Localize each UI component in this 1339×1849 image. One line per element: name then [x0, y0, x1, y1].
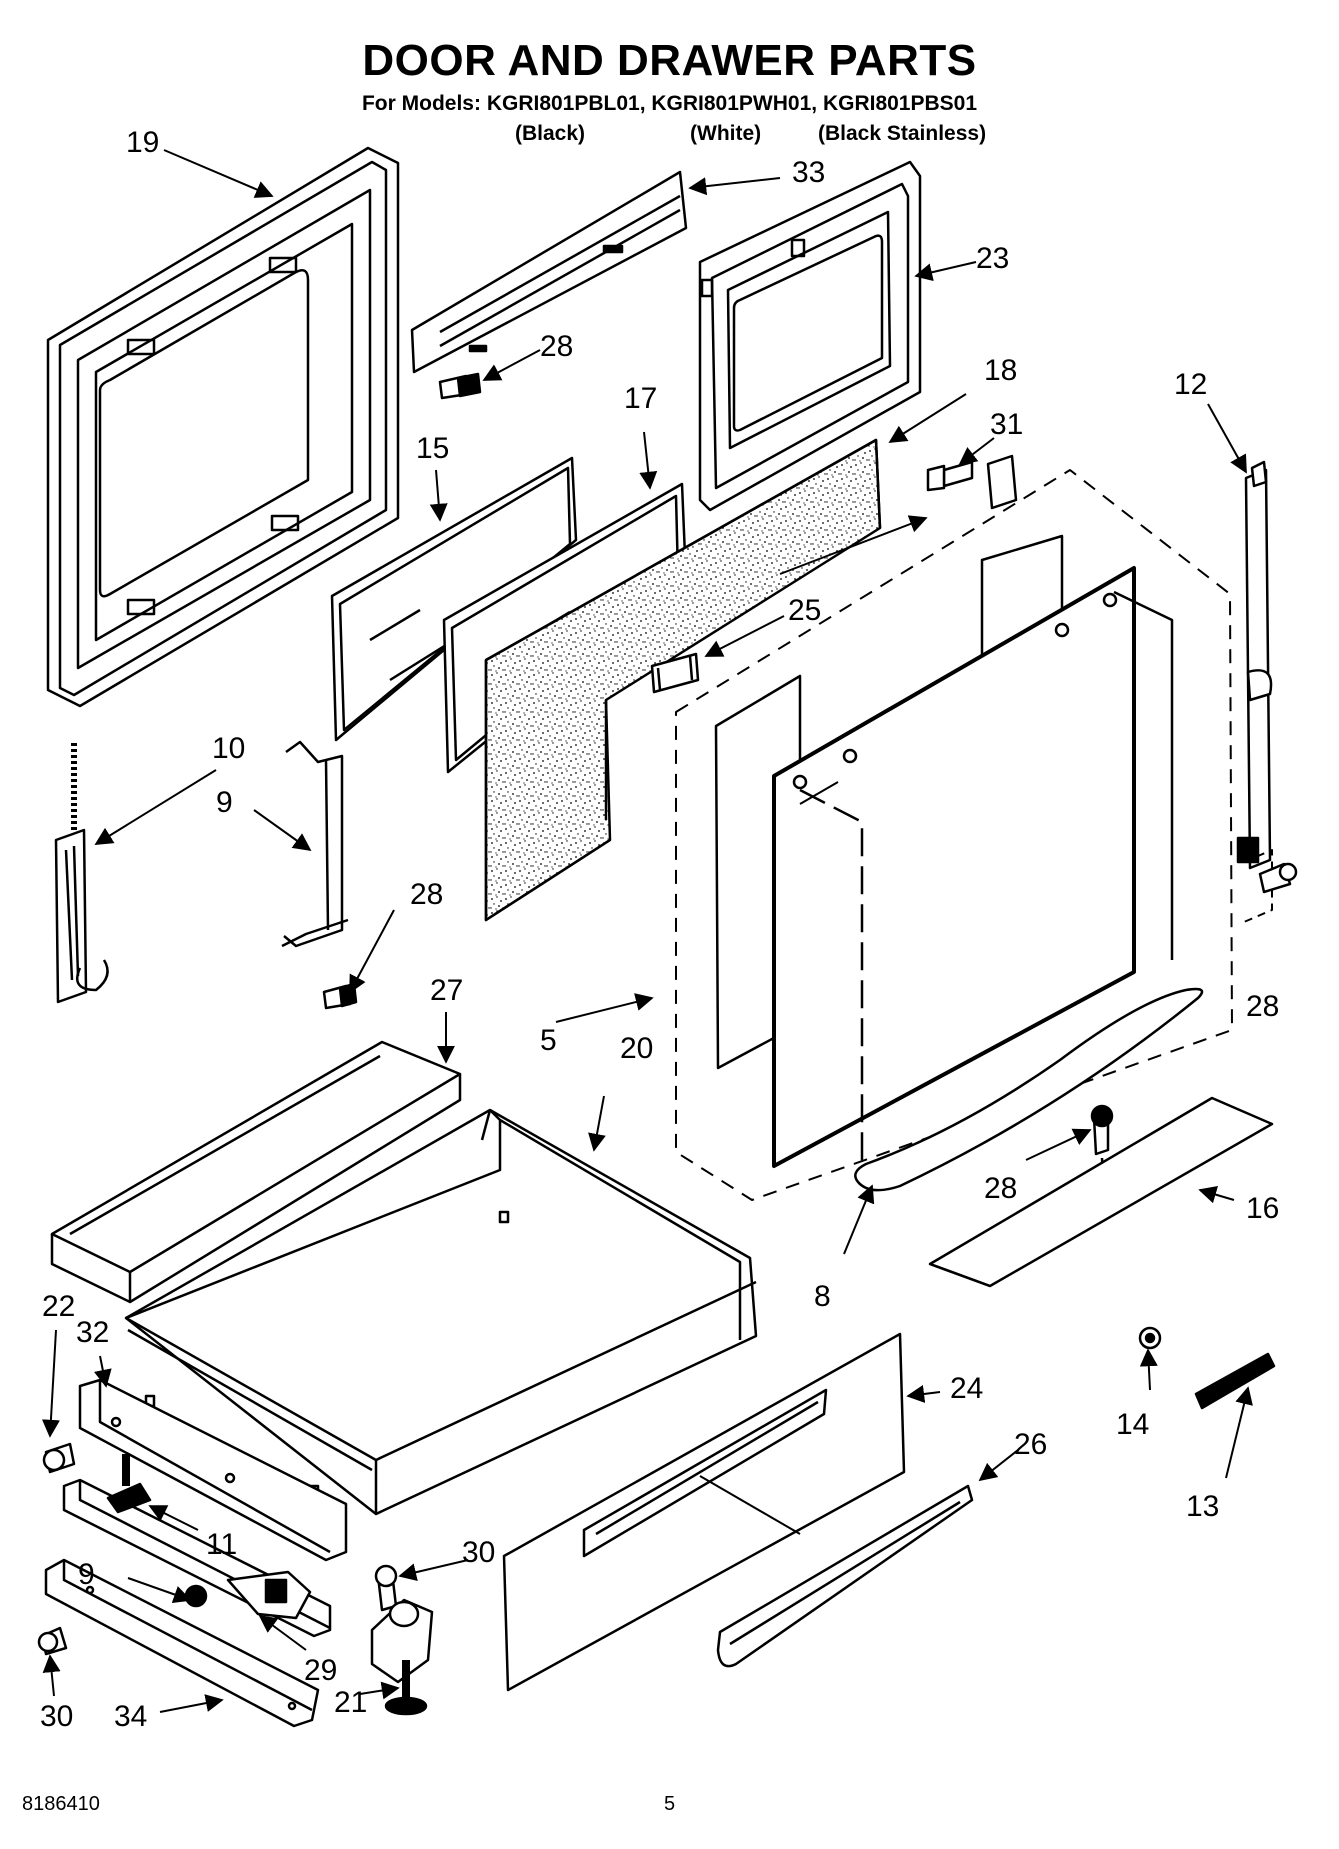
nut — [1138, 1326, 1162, 1350]
bottom-door-trim — [928, 1096, 1274, 1288]
part-label: 28 — [410, 878, 443, 911]
screw-drawer-front — [42, 1442, 76, 1474]
door-frame — [714, 534, 1174, 1168]
variant-black: (Black) — [515, 122, 586, 145]
part-label: 8 — [814, 1280, 831, 1313]
part-label: 24 — [950, 1372, 983, 1405]
variant-white: (White) — [690, 122, 762, 145]
part-label: 32 — [76, 1316, 109, 1349]
part-label: 28 — [540, 330, 573, 363]
screw-top-trim — [438, 372, 482, 400]
top-trim-strip — [410, 170, 688, 374]
drawer-slide-rail — [44, 1558, 320, 1728]
part-label: 19 — [126, 126, 159, 159]
screw-side-trim — [1258, 862, 1298, 894]
door-handle — [854, 987, 1204, 1192]
part-label: 31 — [990, 408, 1023, 441]
drawer-body — [124, 1108, 758, 1516]
trim-strip — [1194, 1352, 1276, 1410]
page-number: 5 — [664, 1793, 676, 1815]
drawer-back-panel — [50, 1040, 462, 1304]
leader-arrows — [41, 149, 1253, 1713]
part-label: 27 — [430, 974, 463, 1007]
part-label: 20 — [620, 1032, 653, 1065]
part-label: 9 — [216, 786, 233, 819]
part-label: 26 — [1014, 1428, 1047, 1461]
part-label: 18 — [984, 354, 1017, 387]
hinge-receptacle — [281, 740, 349, 948]
part-label: 23 — [976, 242, 1009, 275]
door-hinge-bracket — [926, 454, 1018, 510]
part-label: 29 — [304, 1654, 337, 1687]
leveling-leg — [370, 1598, 434, 1716]
part-label: 30 — [40, 1700, 73, 1733]
part-label: 12 — [1174, 368, 1207, 401]
part-label: 15 — [416, 432, 449, 465]
screw-rail — [37, 1626, 68, 1656]
screw-hinge — [322, 982, 358, 1010]
part-label: 14 — [1116, 1408, 1149, 1441]
screw-handle — [1090, 1104, 1114, 1199]
part-label: 13 — [1186, 1490, 1219, 1523]
part-label: 28 — [1246, 990, 1279, 1023]
part-label: 17 — [624, 382, 657, 415]
part-label: 22 — [42, 1290, 75, 1323]
door-hinge-assembly — [54, 740, 109, 1004]
part-label: 16 — [1246, 1192, 1279, 1225]
part-label: 33 — [792, 156, 825, 189]
hinge-plate — [650, 652, 700, 694]
drawer-front-panel — [502, 1332, 906, 1692]
part-label: 34 — [114, 1700, 147, 1733]
part-label: 11 — [206, 1528, 237, 1561]
part-label: 28 — [984, 1172, 1017, 1205]
page-title: DOOR AND DRAWER PARTS — [362, 36, 977, 85]
drawer-handle — [716, 1484, 974, 1668]
outer-door-panel — [46, 146, 400, 708]
variant-black-stainless: (Black Stainless) — [818, 122, 987, 145]
part-label: 9 — [78, 1558, 95, 1591]
part-label: 5 — [540, 1024, 557, 1057]
part-label: 25 — [788, 594, 821, 627]
part-number-labels: 19 33 23 28 17 18 15 31 12 25 10 9 28 27… — [40, 126, 1279, 1733]
models-line: For Models: KGRI801PBL01, KGRI801PWH01, … — [361, 92, 978, 115]
side-trim — [1236, 460, 1273, 923]
door-insulation — [484, 438, 882, 922]
part-label: 10 — [212, 732, 245, 765]
screw-leveler — [374, 1564, 398, 1612]
part-label: 30 — [462, 1536, 495, 1569]
document-number: 8186410 — [22, 1793, 100, 1815]
part-label: 21 — [334, 1686, 367, 1719]
door-assembly-outline — [675, 469, 1233, 1201]
inner-door-liner — [698, 160, 922, 512]
